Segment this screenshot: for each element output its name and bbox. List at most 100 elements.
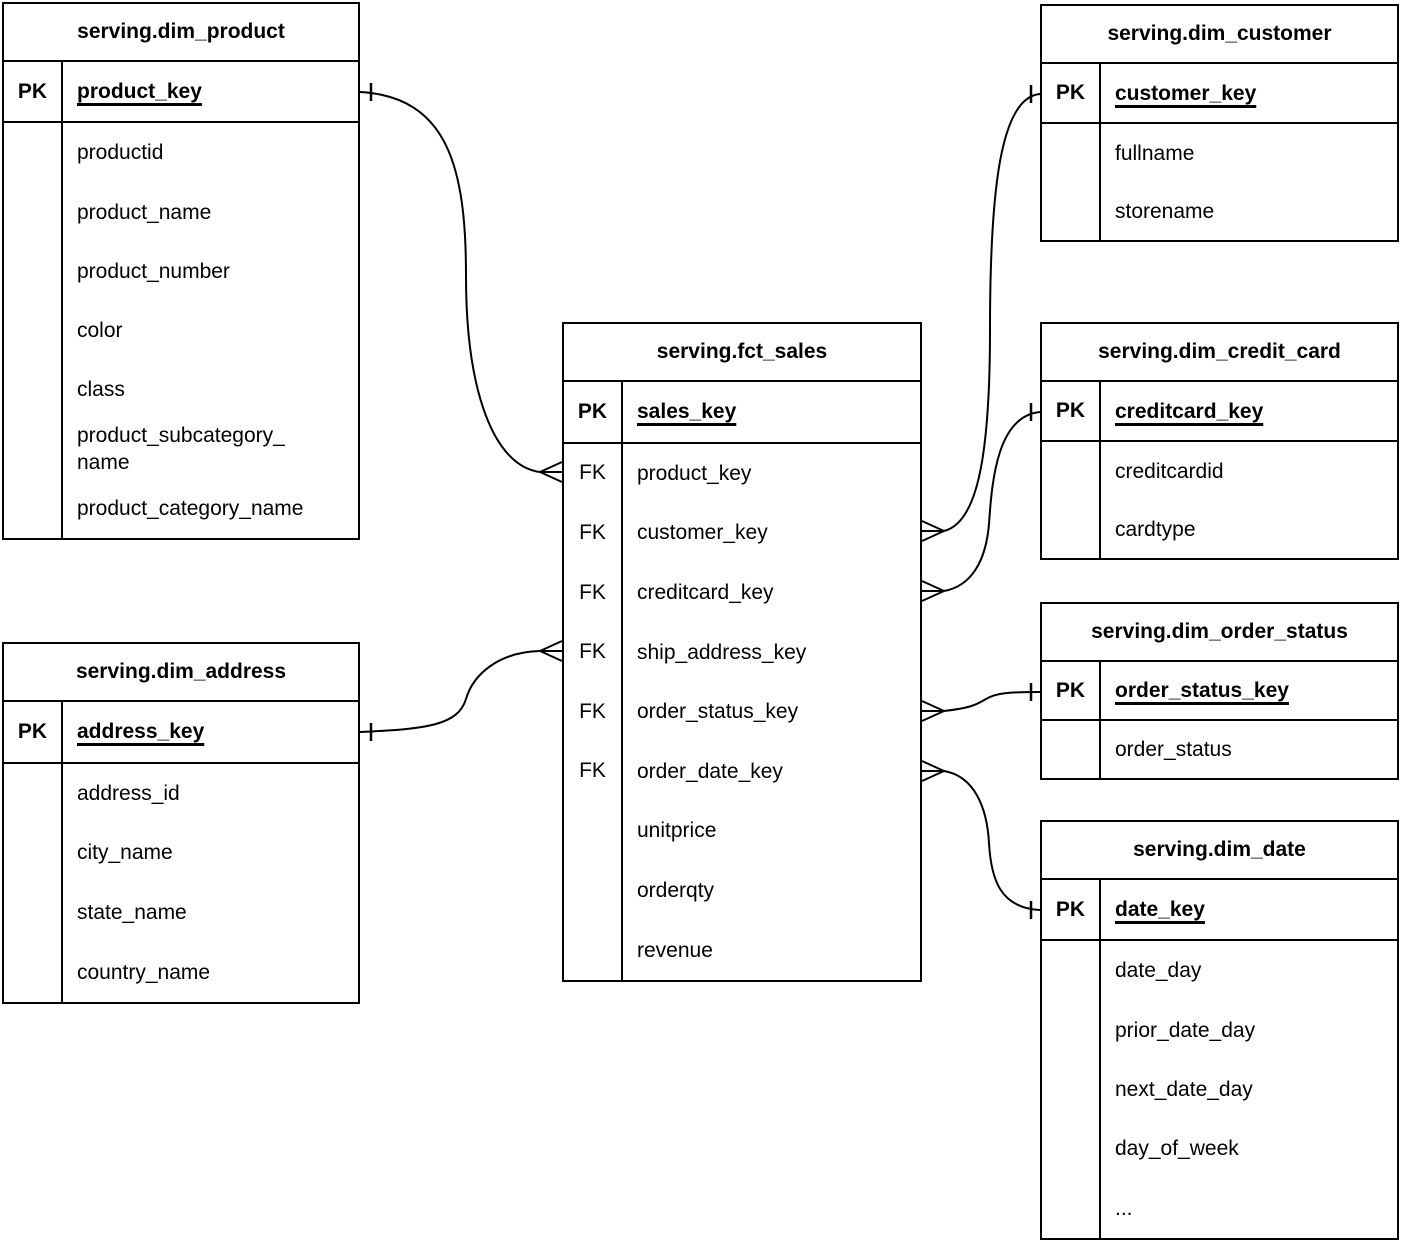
key-column-empty	[1042, 1178, 1101, 1238]
pk-badge: PK	[564, 382, 623, 442]
column-name: product_​name	[77, 200, 212, 224]
many-cardinality-marker	[921, 580, 945, 602]
field-row-next-date-day: next_​date_​day	[1042, 1059, 1397, 1120]
relationship-product	[359, 83, 563, 483]
fk-badge: FK	[564, 503, 623, 563]
field-row-date-day: date_​day	[1042, 941, 1397, 1001]
column-name: unitprice	[637, 819, 717, 843]
column-name: sales_​key	[637, 400, 737, 424]
relationship-line	[943, 411, 1041, 592]
field-row-prior-date-day: prior_​date_​day	[1042, 1000, 1397, 1060]
fk-badge: FK	[564, 741, 623, 802]
many-cardinality-marker	[539, 461, 563, 483]
column-name: product_​key	[637, 461, 752, 485]
key-column-empty	[1042, 442, 1101, 500]
many-cardinality-marker	[921, 760, 945, 782]
column-name: ship_​address_​key	[637, 640, 807, 664]
relationship-line	[359, 650, 541, 733]
pk-badge: PK	[4, 702, 63, 762]
column-name: fullname	[1115, 141, 1195, 165]
column-name: color	[77, 319, 123, 343]
key-column-empty	[564, 860, 623, 921]
column-name: product_​number	[77, 259, 230, 283]
column-name: state_​name	[77, 901, 187, 925]
field-row-city-name: city_​name	[4, 823, 358, 883]
entity-title: serving.dim_credit_card	[1042, 324, 1397, 382]
fk-badge: FK	[564, 443, 623, 504]
column-name: creditcardid	[1115, 459, 1224, 483]
column-name: date_​key	[1115, 898, 1205, 922]
key-column-empty	[1042, 941, 1101, 1001]
pk-badge: PK	[4, 62, 63, 122]
relationship-line	[359, 91, 541, 473]
field-row-storename: storename	[1042, 182, 1397, 240]
key-column-empty	[4, 301, 63, 361]
key-column-empty	[1042, 1119, 1101, 1179]
column-name: address_​id	[77, 781, 180, 805]
field-row-product-name: product_​name	[4, 182, 358, 242]
column-name: customer_​key	[637, 521, 768, 545]
column-name: prior_​date_​day	[1115, 1018, 1256, 1042]
entity-title: serving.fct_sales	[564, 324, 920, 382]
column-name: next_​date_​day	[1115, 1078, 1253, 1102]
relationship-customer	[921, 85, 1041, 542]
field-row-customer-key: FK customer_​key	[564, 503, 920, 563]
key-column-empty	[564, 920, 623, 980]
field-row-order-status-key: FK order_​status_​key	[564, 681, 920, 742]
column-name: cardtype	[1115, 517, 1196, 541]
column-name: order_​status_​key	[637, 700, 799, 724]
field-row-class: class	[4, 360, 358, 420]
pk-badge: PK	[1042, 662, 1101, 719]
pk-badge: PK	[1042, 382, 1101, 440]
column-name: productid	[77, 141, 164, 165]
key-column-empty	[564, 801, 623, 861]
column-name: product_​category_​name	[77, 496, 304, 520]
entity-title: serving.dim_address	[4, 644, 358, 702]
relationship-order-status	[921, 683, 1041, 722]
column-name: storename	[1115, 199, 1215, 223]
relationship-ship-address	[359, 640, 563, 741]
field-row-ship-address-key: FK ship_​address_​key	[564, 622, 920, 682]
entity-title: serving.dim_customer	[1042, 6, 1397, 64]
column-name: country_​name	[77, 960, 211, 984]
column-name: order_​status_​key	[1115, 679, 1289, 702]
key-column-empty	[4, 360, 63, 420]
column-name: customer_​key	[1115, 81, 1257, 105]
fk-badge: FK	[564, 562, 623, 623]
fk-badge: FK	[564, 622, 623, 682]
relationship-line	[943, 770, 1041, 911]
key-column-empty	[1042, 1059, 1101, 1120]
relationship-order-date	[921, 760, 1041, 919]
fk-badge: FK	[564, 681, 623, 742]
key-column-empty	[4, 882, 63, 943]
column-name: creditcard_​key	[1115, 399, 1264, 423]
column-name: class	[77, 378, 125, 402]
field-row-address-id: address_​id	[4, 763, 358, 824]
field-row-productid: productid	[4, 123, 358, 183]
column-name: orderqty	[637, 879, 715, 903]
field-row-product-category-name: product_​category_​name	[4, 478, 358, 538]
key-column-empty	[4, 123, 63, 183]
field-row-product-key: FK product_​key	[564, 443, 920, 504]
field-row-fullname: fullname	[1042, 124, 1397, 182]
column-name: city_​name	[77, 841, 173, 865]
column-name: product_​subcategory_​name	[77, 424, 285, 475]
key-column-empty	[4, 419, 63, 479]
field-row-color: color	[4, 301, 358, 361]
relationship-line	[943, 691, 1041, 712]
key-column-empty	[4, 763, 63, 824]
field-row-product-number: product_​number	[4, 241, 358, 301]
field-row-day-of-week: day_​of_​week	[1042, 1119, 1397, 1179]
field-row-orderqty: orderqty	[564, 860, 920, 921]
field-row-: ...	[1042, 1178, 1397, 1238]
relationship-line	[943, 93, 1041, 532]
